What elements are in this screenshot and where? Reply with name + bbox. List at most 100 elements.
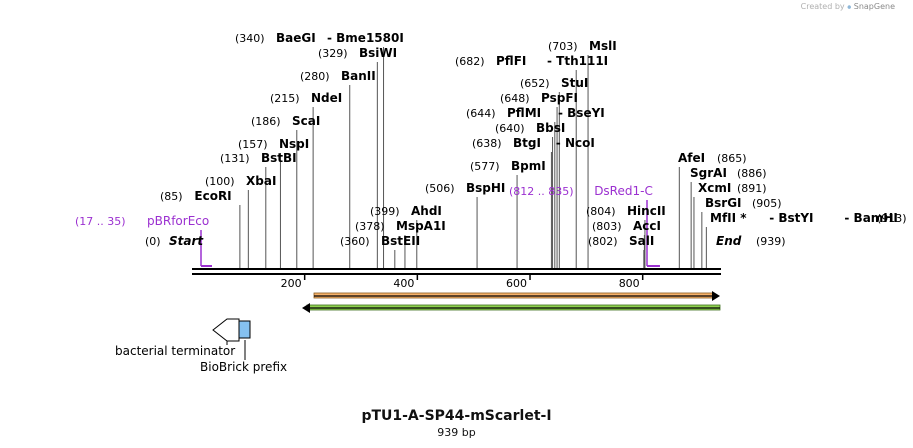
enzyme-btgi[interactable]: (638) BtgI - NcoI (472, 136, 595, 150)
enzyme-name: BtgI (513, 136, 541, 150)
enzyme-name: End (716, 234, 742, 248)
plasmid-name: pTU1-A-SP44-mScarlet-I (361, 408, 552, 424)
primer-pbrforeco[interactable]: (17 .. 35)pBRforEco (75, 214, 212, 267)
enzyme-afei[interactable]: (865)AfeI (678, 151, 747, 165)
primer-name: DsRed1-C (594, 184, 653, 198)
enzyme-extra-name: - NcoI (556, 136, 595, 150)
enzyme-position-label: (157) (238, 138, 268, 151)
enzyme-start[interactable]: (0) Start (145, 234, 204, 248)
credit-brand: SnapGene (853, 2, 895, 11)
enzyme-bbsi[interactable]: (640)BbsI (495, 121, 565, 135)
enzyme-position-label: (186) (251, 115, 281, 128)
tick-label-200: 200 (281, 277, 302, 290)
enzyme-position-label: (280) (300, 70, 330, 83)
feature-labels: bacterial terminator BioBrick prefix (115, 344, 287, 374)
primer-name: pBRforEco (147, 214, 209, 228)
enzyme-bsrgi[interactable]: (905) BsrGI (705, 196, 782, 210)
enzyme-name: BaeGI (276, 31, 316, 45)
plasmid-length: 939 bp (437, 426, 476, 439)
enzyme-position-label: (131) (220, 152, 250, 165)
enzyme-pspfi[interactable]: (648)PspFI (500, 91, 578, 105)
enzyme-position-label: (506) (425, 182, 455, 195)
enzyme-sali[interactable]: (802)SalI (588, 234, 654, 248)
enzyme-bsphi[interactable]: (506) BspHI (425, 181, 505, 195)
enzyme-banii[interactable]: (280) BanII (300, 69, 376, 83)
enzyme-bsteii[interactable]: (360) BstEII (340, 234, 420, 248)
enzyme-ahdi[interactable]: (399) AhdI (370, 204, 442, 218)
enzyme-name: BstEII (381, 234, 420, 248)
enzyme-name: MspA1I (396, 219, 446, 233)
enzyme-name: BanII (341, 69, 376, 83)
enzyme-position-label: (703) (548, 40, 578, 53)
enzyme-position-label: (638) (472, 137, 502, 150)
enzyme-name: XbaI (246, 174, 276, 188)
enzyme-position-label: (939) (756, 235, 786, 248)
biobrick-prefix-box[interactable] (238, 320, 251, 360)
enzyme-position-label: (399) (370, 205, 400, 218)
enzyme-name: PspFI (541, 91, 578, 105)
primer-range: (812 .. 835) (509, 185, 574, 198)
enzyme-name: BpmI (511, 159, 546, 173)
enzyme-position-label: (577) (470, 160, 500, 173)
enzyme-position-label: (329) (318, 47, 348, 60)
enzyme-name: AhdI (411, 204, 442, 218)
enzyme-name: Start (169, 234, 204, 248)
orange-feature-arrow[interactable] (313, 291, 720, 301)
enzyme-pflmi[interactable]: (644)PflMI- BseYI (466, 106, 605, 120)
enzyme-extra-name: - BstYI (769, 211, 813, 225)
enzyme-extra-name: - Tth111I (547, 54, 608, 68)
enzyme-position-label: (0) (145, 235, 161, 248)
enzyme-position-label: (215) (270, 92, 300, 105)
enzyme-xcmi[interactable]: (891)XcmI (698, 181, 767, 195)
bacterial-terminator-label: bacterial terminator (115, 344, 235, 358)
primers: (17 .. 35)pBRforEco (812 .. 835) DsRed1-C (75, 184, 660, 267)
enzyme-position-label: (886) (737, 167, 767, 180)
snapgene-credit: Created by ⦁ SnapGene (801, 2, 895, 12)
enzyme-name: BsrGI (705, 196, 742, 210)
enzyme-ecori[interactable]: (85) EcoRI (160, 189, 232, 203)
enzyme-acci[interactable]: (803) AccI (592, 219, 661, 233)
biobrick-prefix-label: BioBrick prefix (200, 360, 287, 374)
credit-prefix: Created by (800, 2, 845, 11)
enzyme-labels: (0) Start (85) EcoRI(100) XbaI (131)BstBI(157… (145, 31, 907, 248)
enzyme-position-label: (803) (592, 220, 622, 233)
tick-label-400: 400 (393, 277, 414, 290)
enzyme-position-label: (905) (752, 197, 782, 210)
enzyme-bstbi[interactable]: (131)BstBI (220, 151, 297, 165)
enzyme-sgrai[interactable]: (886)SgrAI (690, 166, 767, 180)
enzyme-name: BbsI (536, 121, 565, 135)
enzyme-position-label: (340) (235, 32, 265, 45)
enzyme-bpmi[interactable]: (577) BpmI (470, 159, 546, 173)
enzyme-name: EcoRI (194, 189, 231, 203)
enzyme-name: PflFI (496, 54, 526, 68)
tick-label-600: 600 (506, 277, 527, 290)
enzyme-baegi[interactable]: (340) BaeGI - Bme1580I (235, 31, 404, 45)
enzyme-scai[interactable]: (186)ScaI (251, 114, 320, 128)
enzyme-pflfi[interactable]: (682)PflFI- Tth111I (455, 54, 608, 68)
enzyme-bsiwi[interactable]: (329)BsiWI (318, 46, 397, 60)
enzyme-name: PflMI (507, 106, 541, 120)
enzyme-end[interactable]: (939) End (716, 234, 786, 248)
green-feature-arrow[interactable] (302, 303, 721, 313)
enzyme-position-label: (644) (466, 107, 496, 120)
enzyme-position-label: (85) (160, 190, 183, 203)
enzyme-mfii[interactable]: (913)MfII *- BstYI- BamHI (710, 211, 907, 225)
enzyme-extra-name: - Bme1580I (327, 31, 404, 45)
enzyme-name: HincII (627, 204, 666, 218)
enzyme-ndei[interactable]: (215)NdeI (270, 91, 342, 105)
bacterial-terminator-arrow[interactable] (212, 318, 240, 345)
enzyme-position-label: (360) (340, 235, 370, 248)
enzyme-mspa1i[interactable]: (378)MspA1I (355, 219, 446, 233)
primer-dsred1-c[interactable]: (812 .. 835) DsRed1-C (509, 184, 660, 267)
enzyme-msli[interactable]: (703)MslI (548, 39, 617, 53)
enzyme-name: AccI (633, 219, 661, 233)
enzyme-xbai[interactable]: (100) XbaI (205, 174, 276, 188)
enzyme-name: BspHI (466, 181, 505, 195)
enzyme-name: NspI (279, 137, 309, 151)
enzyme-name: MfII * (710, 211, 747, 225)
enzyme-position-label: (100) (205, 175, 235, 188)
enzyme-stui[interactable]: (652)StuI (520, 76, 588, 90)
enzyme-hincii[interactable]: (804)HincII (586, 204, 666, 218)
enzyme-nspi[interactable]: (157) NspI (238, 137, 309, 151)
